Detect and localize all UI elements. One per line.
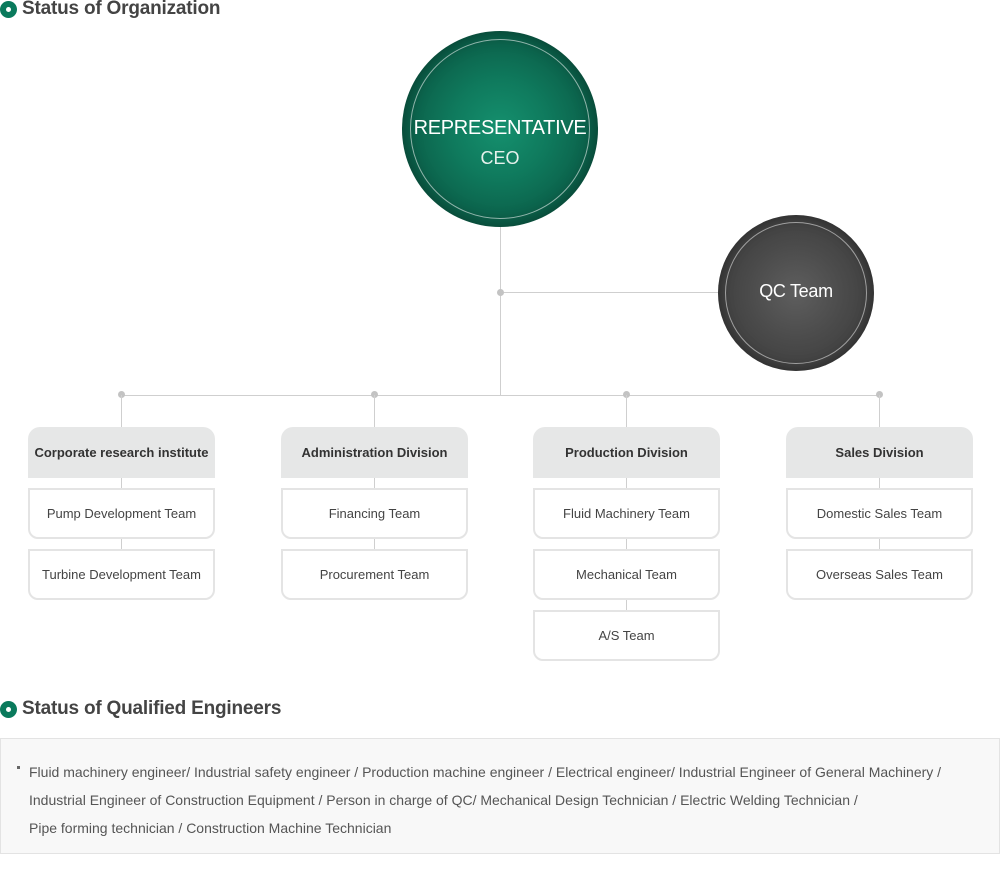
ceo-node: REPRESENTATIVE CEO	[402, 31, 598, 227]
engineers-line: Pipe forming technician / Construction M…	[29, 820, 392, 836]
qc-team-node: QC Team	[718, 215, 874, 371]
engineers-line: Industrial Engineer of Construction Equi…	[29, 792, 858, 808]
team-box: Financing Team	[281, 488, 468, 539]
bullet-icon	[0, 700, 17, 718]
ceo-vertical-connector	[500, 227, 501, 395]
qc-horizontal-connector	[500, 292, 718, 293]
engineers-line: Fluid machinery engineer/ Industrial saf…	[29, 764, 942, 780]
division-header: Production Division	[533, 427, 720, 478]
organization-title-text: Status of Organization	[22, 0, 221, 19]
team-box: Mechanical Team	[533, 549, 720, 600]
ceo-title: REPRESENTATIVE	[413, 117, 587, 139]
organization-section-title: Status of Organization	[0, 0, 220, 20]
ceo-ring	[410, 39, 590, 219]
list-bullet-icon	[17, 766, 20, 769]
division-drop-connector	[121, 395, 122, 427]
division-junction-dot	[118, 391, 125, 398]
division-header: Administration Division	[281, 427, 468, 478]
qc-ring	[725, 222, 867, 364]
team-box: Procurement Team	[281, 549, 468, 600]
team-box: Pump Development Team	[28, 488, 215, 539]
team-box: A/S Team	[533, 610, 720, 661]
division-drop-connector	[879, 395, 880, 427]
team-connector	[626, 478, 627, 611]
division-header: Corporate research institute	[28, 427, 215, 478]
team-box: Turbine Development Team	[28, 549, 215, 600]
qc-team-title: QC Team	[759, 281, 833, 301]
engineers-section-title: Status of Qualified Engineers	[0, 698, 281, 720]
team-box: Fluid Machinery Team	[533, 488, 720, 539]
engineers-list-box: Fluid machinery engineer/ Industrial saf…	[0, 738, 1000, 854]
division-junction-dot	[876, 391, 883, 398]
division-drop-connector	[626, 395, 627, 427]
division-header: Sales Division	[786, 427, 973, 478]
division-junction-dot	[623, 391, 630, 398]
division-junction-dot	[371, 391, 378, 398]
team-box: Domestic Sales Team	[786, 488, 973, 539]
qc-junction-dot	[497, 289, 504, 296]
division-horizontal-connector	[121, 395, 879, 396]
division-drop-connector	[374, 395, 375, 427]
bullet-icon	[0, 0, 17, 18]
engineers-title-text: Status of Qualified Engineers	[22, 698, 282, 719]
ceo-subtitle: CEO	[480, 148, 520, 168]
team-box: Overseas Sales Team	[786, 549, 973, 600]
